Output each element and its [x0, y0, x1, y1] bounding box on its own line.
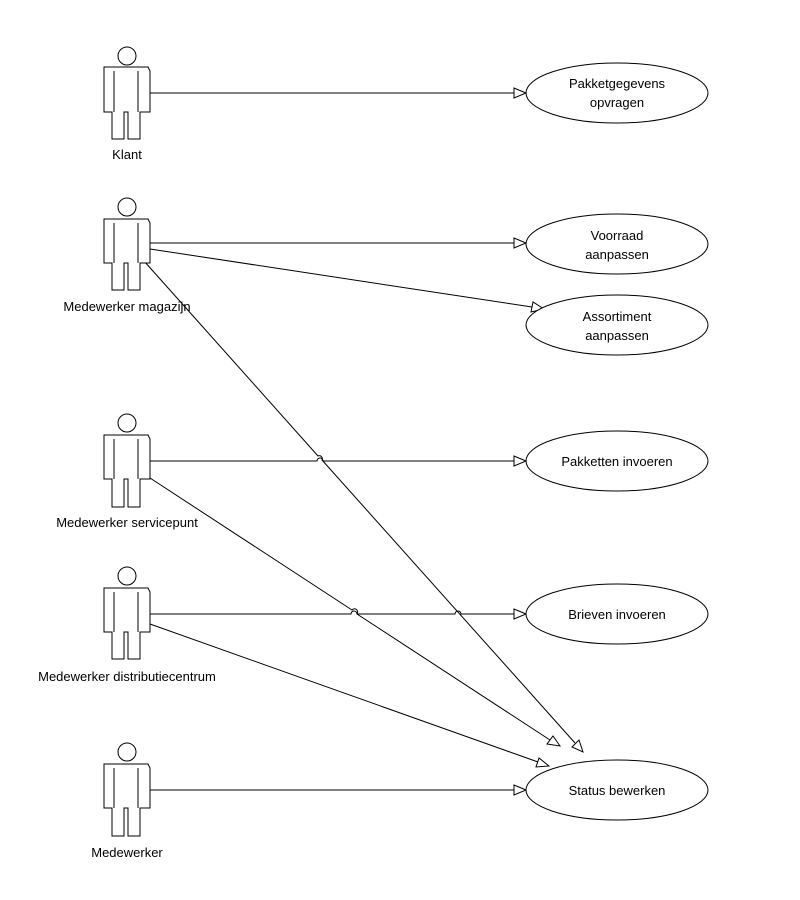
arrowhead-servicepunt-status — [546, 735, 562, 747]
actor-body-icon — [103, 763, 151, 837]
arrowhead-magazijn-status — [571, 739, 584, 753]
usecase-ellipse — [525, 430, 709, 492]
usecase-ellipse — [525, 62, 709, 124]
association-distributiecentrum-status[interactable] — [149, 623, 539, 763]
arrowhead-distributiecentrum-brieven — [513, 608, 528, 620]
actor-medewerker-distributiecentrum[interactable]: Medewerker distributiecentrum — [38, 566, 216, 684]
actor-label: Klant — [112, 147, 142, 162]
arrowhead-medewerker-status — [513, 784, 528, 796]
usecase-pakketgegevens-opvragen[interactable]: Pakketgegevens opvragen — [525, 62, 709, 124]
arrowhead-klant-pakketgegevens — [513, 87, 528, 99]
association-magazijn-assortiment[interactable] — [149, 248, 533, 308]
actor-label: Medewerker distributiecentrum — [38, 669, 216, 684]
usecase-ellipse — [525, 759, 709, 821]
actor-label: Medewerker — [91, 845, 163, 860]
usecase-label: Pakketten invoeren — [561, 454, 672, 469]
usecase-label: Brieven invoeren — [568, 607, 666, 622]
usecase-ellipse — [525, 294, 709, 356]
actor-medewerker-magazijn[interactable]: Medewerker magazijn — [63, 197, 191, 314]
actor-head-icon — [117, 197, 137, 217]
usecase-ellipse — [525, 583, 709, 645]
association-magazijn-status[interactable] — [143, 260, 576, 744]
actor-body-icon — [103, 66, 151, 140]
usecase-pakketten-invoeren[interactable]: Pakketten invoeren — [525, 430, 709, 492]
actor-head-icon — [117, 742, 137, 762]
associations — [143, 87, 584, 796]
usecase-label-line-1: Assortiment — [583, 309, 652, 324]
actor-medewerker-servicepunt[interactable]: Medewerker servicepunt — [56, 413, 198, 530]
usecase-label-line-1: Voorraad — [591, 228, 644, 243]
usecase-voorraad-aanpassen[interactable]: Voorraad aanpassen — [525, 213, 709, 275]
arrowhead-magazijn-voorraad — [513, 237, 528, 249]
usecase-brieven-invoeren[interactable]: Brieven invoeren — [525, 583, 709, 645]
usecase-label-line-2: aanpassen — [585, 328, 649, 343]
actor-label: Medewerker servicepunt — [56, 515, 198, 530]
actor-body-icon — [103, 434, 151, 508]
usecase-label-line-2: opvragen — [590, 95, 644, 110]
usecase-label: Status bewerken — [569, 783, 666, 798]
usecase-label-line-1: Pakketgegevens — [569, 76, 666, 91]
arrowhead-servicepunt-pakketten — [513, 455, 528, 467]
actor-head-icon — [117, 46, 137, 66]
actor-head-icon — [117, 413, 137, 433]
actor-body-icon — [103, 218, 151, 291]
actor-body-icon — [103, 587, 151, 660]
association-servicepunt-pakketten[interactable] — [150, 457, 514, 462]
association-distributiecentrum-brieven[interactable] — [150, 610, 514, 615]
actor-label: Medewerker magazijn — [63, 299, 190, 314]
actor-head-icon — [117, 566, 137, 586]
actor-klant[interactable]: Klant — [103, 46, 151, 162]
usecase-ellipse — [525, 213, 709, 275]
arrowhead-distributiecentrum-status — [535, 757, 551, 768]
association-servicepunt-status[interactable] — [149, 477, 551, 741]
usecase-assortiment-aanpassen[interactable]: Assortiment aanpassen — [525, 294, 709, 356]
actor-medewerker[interactable]: Medewerker — [91, 742, 163, 860]
usecase-status-bewerken[interactable]: Status bewerken — [525, 759, 709, 821]
usecase-label-line-2: aanpassen — [585, 247, 649, 262]
